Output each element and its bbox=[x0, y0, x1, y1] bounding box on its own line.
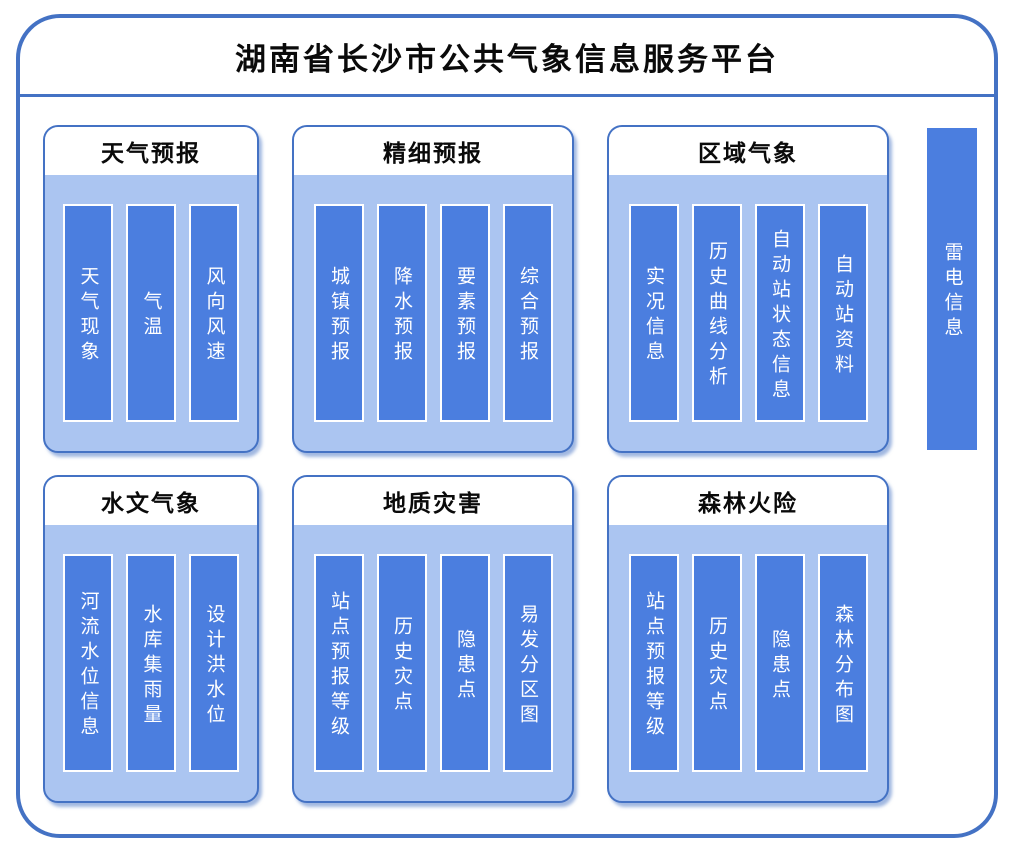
group-title-fine-forecast: 精细预报 bbox=[294, 127, 572, 175]
item-bar: 风向风速 bbox=[189, 204, 239, 422]
item-label: 天气现象 bbox=[77, 266, 99, 366]
group-body-weather-forecast: 天气现象 气温 风向风速 bbox=[45, 175, 257, 451]
item-bar: 天气现象 bbox=[63, 204, 113, 422]
lightning-info-bar: 雷电信息 bbox=[927, 128, 977, 450]
group-title-weather-forecast: 天气预报 bbox=[45, 127, 257, 175]
item-bar: 自动站状态信息 bbox=[754, 204, 805, 422]
page-title: 湖南省长沙市公共气象信息服务平台 bbox=[235, 41, 779, 77]
group-title-geological-disaster: 地质灾害 bbox=[294, 477, 572, 525]
title-band: 湖南省长沙市公共气象信息服务平台 bbox=[20, 18, 994, 97]
item-bar: 气温 bbox=[126, 204, 176, 422]
item-bar: 河流水位信息 bbox=[63, 554, 113, 772]
item-label: 站点预报等级 bbox=[328, 591, 349, 741]
item-label: 隐患点 bbox=[769, 628, 790, 704]
item-label: 气温 bbox=[140, 291, 162, 341]
item-bar: 实况信息 bbox=[628, 204, 679, 422]
group-hydrology-weather: 水文气象河流水位信息 水库集雨量 设计洪水位 bbox=[43, 475, 259, 803]
item-bar: 森林分布图 bbox=[817, 554, 868, 772]
item-bar: 设计洪水位 bbox=[189, 554, 239, 772]
group-body-geological-disaster: 站点预报等级 历史灾点 隐患点 易发分区图 bbox=[294, 525, 572, 801]
item-bar: 易发分区图 bbox=[502, 554, 553, 772]
group-body-regional-weather: 实况信息 历史曲线分析 自动站状态信息 自动站资料 bbox=[609, 175, 887, 451]
group-title-hydrology-weather: 水文气象 bbox=[45, 477, 257, 525]
item-bar: 历史灾点 bbox=[376, 554, 427, 772]
item-label: 降水预报 bbox=[391, 266, 412, 366]
item-bar: 历史灾点 bbox=[691, 554, 742, 772]
item-label: 隐患点 bbox=[454, 628, 475, 704]
item-bar: 自动站资料 bbox=[817, 204, 868, 422]
group-body-hydrology-weather: 河流水位信息 水库集雨量 设计洪水位 bbox=[45, 525, 257, 801]
item-label: 站点预报等级 bbox=[643, 591, 664, 741]
platform-frame: 湖南省长沙市公共气象信息服务平台 天气预报天气现象 气温 风向风速 精细预报城镇预报 降… bbox=[16, 14, 998, 838]
group-fine-forecast: 精细预报城镇预报 降水预报 要素预报 综合预报 bbox=[292, 125, 574, 453]
content-area: 天气预报天气现象气温风向风速精细预报城镇预报降水预报要素预报综合预报区域气象实况… bbox=[20, 97, 994, 803]
item-label: 历史灾点 bbox=[706, 616, 727, 716]
groups-row-bottom: 水文气象河流水位信息 水库集雨量 设计洪水位 地质灾害站点预报等级 历史灾点 隐患点 易发分… bbox=[43, 475, 994, 803]
item-bar: 站点预报等级 bbox=[313, 554, 364, 772]
item-label: 易发分区图 bbox=[517, 603, 538, 729]
item-bar: 综合预报 bbox=[502, 204, 553, 422]
group-body-forest-fire-risk: 站点预报等级 历史灾点 隐患点 森林分布图 bbox=[609, 525, 887, 801]
item-bar: 要素预报 bbox=[439, 204, 490, 422]
item-label: 城镇预报 bbox=[328, 266, 349, 366]
item-label: 历史灾点 bbox=[391, 616, 412, 716]
item-label: 水库集雨量 bbox=[140, 603, 162, 729]
item-label: 自动站状态信息 bbox=[769, 228, 790, 404]
item-label: 综合预报 bbox=[517, 266, 538, 366]
group-title-regional-weather: 区域气象 bbox=[609, 127, 887, 175]
item-label: 实况信息 bbox=[643, 266, 664, 366]
item-label: 设计洪水位 bbox=[203, 603, 225, 729]
item-bar: 历史曲线分析 bbox=[691, 204, 742, 422]
group-regional-weather: 区域气象实况信息 历史曲线分析 自动站状态信息 自动站资料 bbox=[607, 125, 889, 453]
item-bar: 水库集雨量 bbox=[126, 554, 176, 772]
lightning-info-label: 雷电信息 bbox=[941, 242, 963, 342]
item-bar: 降水预报 bbox=[376, 204, 427, 422]
item-label: 历史曲线分析 bbox=[706, 241, 727, 391]
item-bar: 隐患点 bbox=[754, 554, 805, 772]
item-label: 森林分布图 bbox=[832, 603, 853, 729]
group-weather-forecast: 天气预报天气现象 气温 风向风速 bbox=[43, 125, 259, 453]
item-label: 自动站资料 bbox=[832, 253, 853, 379]
item-label: 要素预报 bbox=[454, 266, 475, 366]
item-label: 风向风速 bbox=[203, 266, 225, 366]
item-bar: 隐患点 bbox=[439, 554, 490, 772]
item-label: 河流水位信息 bbox=[77, 591, 99, 741]
item-bar: 城镇预报 bbox=[313, 204, 364, 422]
group-geological-disaster: 地质灾害站点预报等级 历史灾点 隐患点 易发分区图 bbox=[292, 475, 574, 803]
group-title-forest-fire-risk: 森林火险 bbox=[609, 477, 887, 525]
group-body-fine-forecast: 城镇预报 降水预报 要素预报 综合预报 bbox=[294, 175, 572, 451]
group-forest-fire-risk: 森林火险站点预报等级 历史灾点 隐患点 森林分布图 bbox=[607, 475, 889, 803]
item-bar: 站点预报等级 bbox=[628, 554, 679, 772]
groups-row-top: 天气预报天气现象气温风向风速精细预报城镇预报降水预报要素预报综合预报区域气象实况… bbox=[43, 125, 994, 453]
